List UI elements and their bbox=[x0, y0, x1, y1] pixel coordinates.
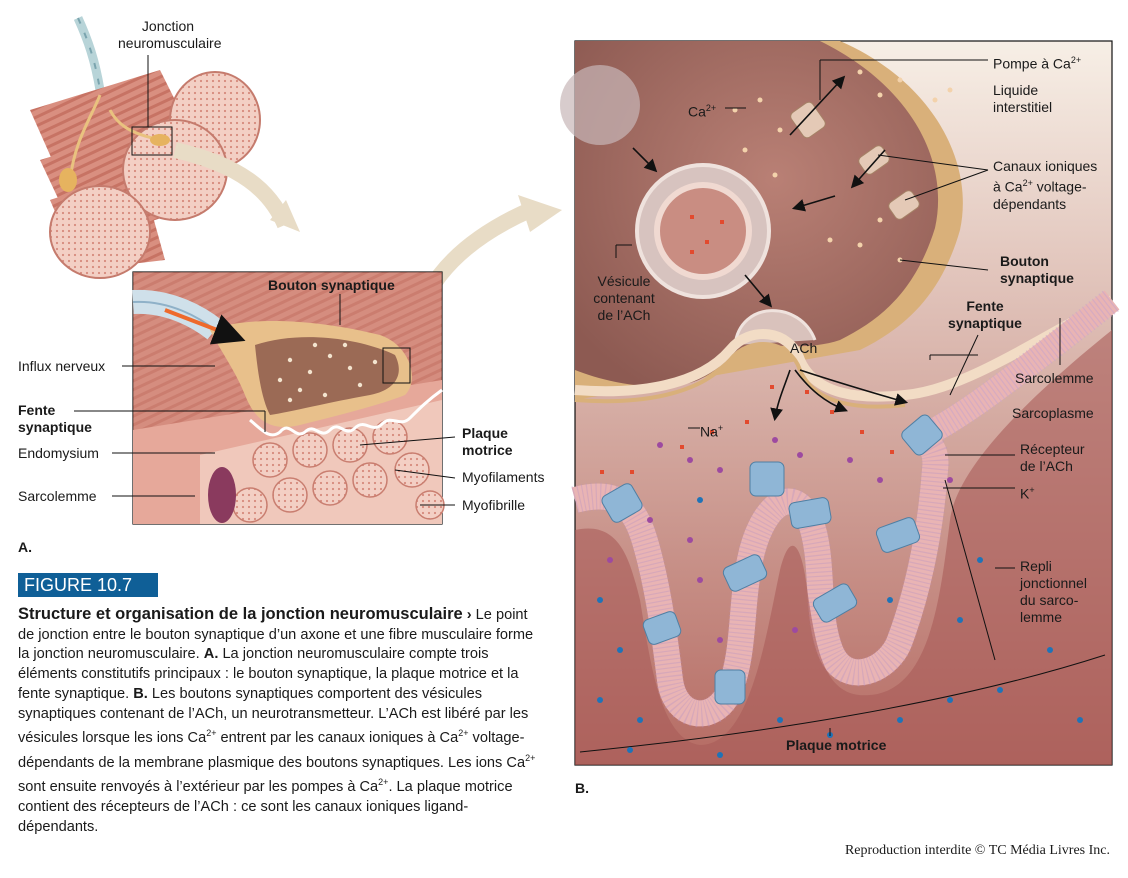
label-ca-pump: Pompe à Ca2+ bbox=[993, 55, 1082, 72]
copyright-notice: Reproduction interdite © TC Média Livres… bbox=[844, 843, 1110, 858]
caption-title: Structure et organisation de la jonction… bbox=[18, 605, 463, 623]
panel-a-letter: A. bbox=[18, 539, 32, 555]
panel-a-inset bbox=[132, 271, 445, 525]
label-vesicle: Vésicule contenant de l’ACh bbox=[593, 273, 655, 323]
label-endomysium: Endomysium bbox=[18, 445, 99, 461]
label-nerve-impulse: Influx nerveux bbox=[18, 358, 106, 374]
panel-a-leaders bbox=[74, 294, 456, 506]
panel-b-leaders bbox=[615, 59, 1061, 736]
label-interstitial-fluid: Liquide interstitiel bbox=[993, 82, 1053, 115]
label-sarcolemma-b: Sarcolemme bbox=[1015, 370, 1094, 386]
label-synaptic-button-b: Bouton synaptique bbox=[1000, 253, 1074, 286]
label-k-ion: K+ bbox=[1020, 485, 1035, 502]
caption-arrow: › bbox=[466, 607, 472, 623]
caption-text-1: Le point de jonction entre le bouton syn… bbox=[18, 607, 534, 663]
label-ca-channels: Canaux ioniques à Ca2+ voltage- dépendan… bbox=[993, 158, 1098, 212]
label-synaptic-button-a: Bouton synaptique bbox=[268, 277, 395, 293]
label-sarcoplasm: Sarcoplasme bbox=[1012, 405, 1094, 421]
label-synaptic-cleft-a: Fente synaptique bbox=[18, 402, 92, 435]
caption-marker-a: A. bbox=[203, 646, 219, 663]
label-ca-ion: Ca2+ bbox=[688, 103, 717, 120]
muscle-bundle-illustration bbox=[30, 16, 261, 279]
label-myofilaments: Myofilaments bbox=[462, 469, 545, 485]
figure-caption: Structure et organisation de la jonction… bbox=[18, 605, 538, 837]
panel-b-letter: B. bbox=[575, 780, 589, 796]
label-synaptic-cleft-b: Fente synaptique bbox=[948, 298, 1022, 331]
caption-marker-b: B. bbox=[133, 685, 148, 702]
caption-text-2: La jonction neuromusculaire compte trois… bbox=[18, 646, 519, 702]
panel-b-illustration bbox=[560, 40, 1121, 766]
figure-badge: FIGURE 10.7 bbox=[18, 573, 158, 597]
label-motor-plate-a: Plaque motrice bbox=[462, 425, 513, 458]
label-junction: Jonction neuromusculaire bbox=[118, 18, 222, 51]
label-motor-plate-b: Plaque motrice bbox=[786, 737, 887, 753]
label-junctional-fold: Repli jonctionnel du sarco-lemme bbox=[1020, 558, 1087, 625]
label-na-ion: Na+ bbox=[700, 423, 724, 440]
label-myofibril: Myofibrille bbox=[462, 497, 526, 513]
label-ach-receptor: Récepteur de l’ACh bbox=[1020, 441, 1085, 474]
caption-text-3: Les boutons synaptiques comportent des v… bbox=[18, 685, 536, 835]
label-ach: ACh bbox=[790, 340, 818, 356]
label-sarcolemma-a: Sarcolemme bbox=[18, 488, 97, 504]
